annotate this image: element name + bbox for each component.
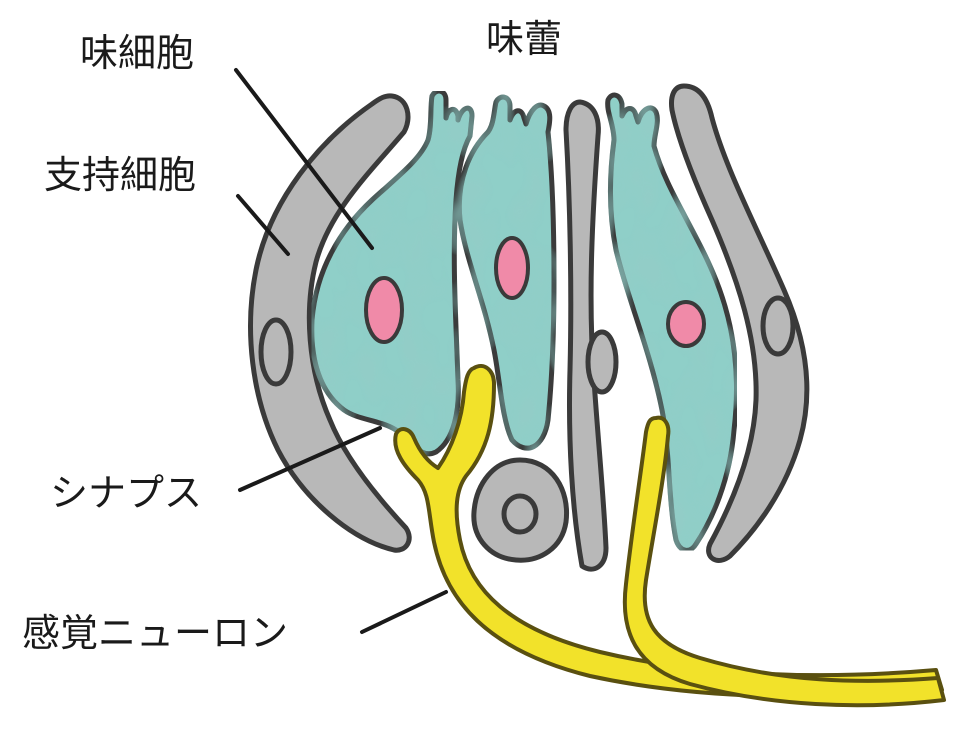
label-taste-bud: 味蕾 — [486, 17, 563, 61]
label-supporting-cell: 支持細胞 — [44, 153, 197, 197]
supporting-cell-center — [563, 99, 609, 572]
sensory-neuron-right — [622, 415, 946, 708]
supporting-cell-left-nucleus — [258, 317, 294, 387]
supporting-cells — [248, 83, 810, 572]
taste-cell-right-nucleus — [666, 300, 706, 348]
sensory-neurons — [393, 364, 946, 708]
leader-lines — [234, 68, 448, 634]
supporting-cell-right-nucleus — [760, 295, 796, 357]
leader-line-supporting-cell — [236, 194, 290, 256]
basal-cell-nucleus — [501, 493, 539, 535]
leader-line-taste-cell — [234, 68, 374, 250]
taste-cell-left — [309, 88, 475, 457]
label-sensory-neuron: 感覚ニューロン — [22, 611, 289, 655]
leader-line-sensory-neuron — [360, 590, 448, 634]
sensory-neuron-left — [393, 364, 944, 699]
taste-cell-nuclei — [364, 236, 706, 348]
supporting-cell-right — [669, 83, 810, 563]
taste-cell-left-nucleus — [364, 276, 404, 344]
supporting-cell-left — [248, 93, 412, 553]
label-synapse: シナプス — [50, 471, 203, 515]
leader-line-synapse — [238, 426, 382, 492]
label-taste-cell: 味細胞 — [80, 31, 195, 75]
taste-cell-middle-nucleus — [494, 236, 530, 300]
supporting-cell-center-nucleus — [585, 329, 619, 395]
